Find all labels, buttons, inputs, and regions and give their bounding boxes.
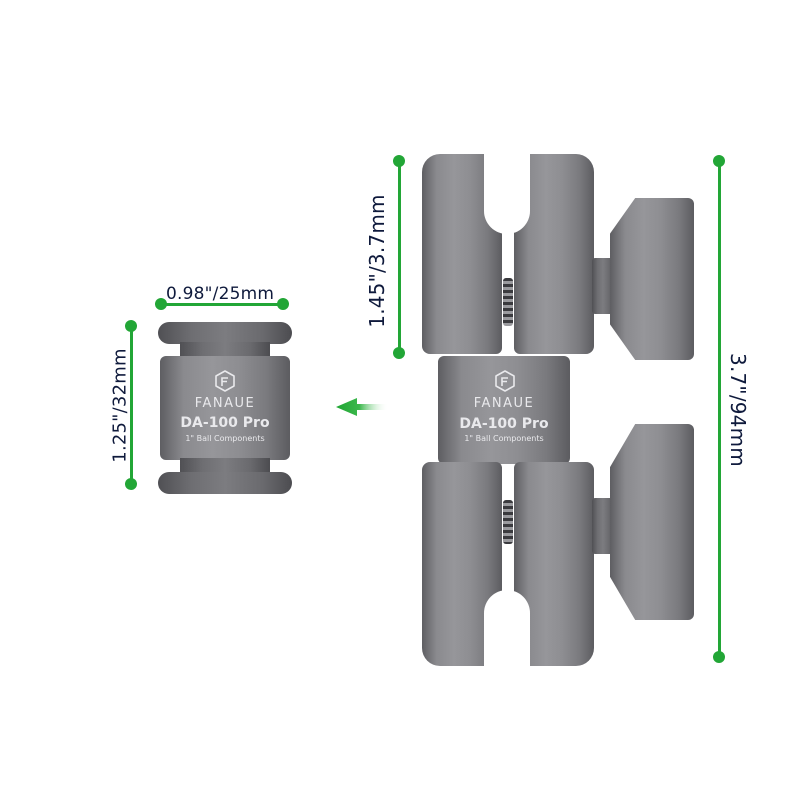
- component-width-dimension: [155, 298, 289, 312]
- ball-component: FANAUE DA-100 Pro 1" Ball Components: [158, 322, 292, 494]
- double-socket-arm: FANAUE DA-100 Pro 1" Ball Components: [420, 150, 700, 674]
- total-length-dimension: [713, 155, 725, 663]
- model-name: DA-100 Pro: [180, 415, 270, 431]
- model-subtitle: 1" Ball Components: [185, 434, 265, 443]
- component-height-label: 1.25"/32mm: [109, 348, 131, 463]
- component-height-dimension: [125, 320, 137, 490]
- fanaue-logo-icon: [215, 370, 235, 392]
- model-name: DA-100 Pro: [459, 416, 549, 432]
- arrow-left-icon: [336, 398, 388, 416]
- model-subtitle: 1" Ball Components: [464, 434, 544, 443]
- fanaue-logo-icon: [495, 370, 515, 392]
- component-width-label: 0.98"/25mm: [166, 284, 275, 304]
- total-length-label: 3.7"/94mm: [726, 353, 750, 467]
- clamp-height-dimension: [393, 155, 405, 359]
- brand-name: FANAUE: [194, 396, 256, 411]
- clamp-height-label: 1.45"/3.7mm: [365, 194, 389, 328]
- brand-name: FANAUE: [473, 396, 535, 411]
